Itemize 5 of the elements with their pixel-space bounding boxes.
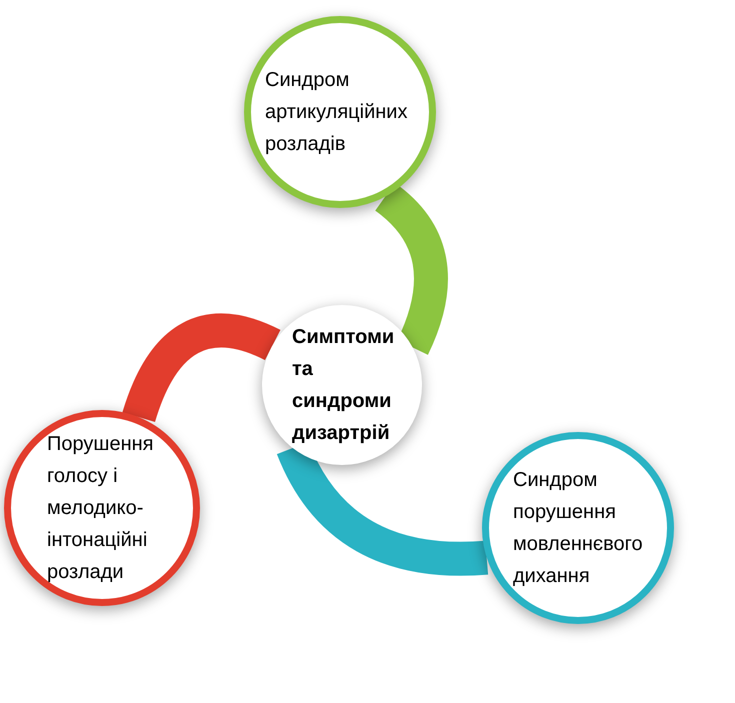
node-text: Синдром артикуляційних розладів	[265, 68, 408, 157]
node-text: Симптоми та синдроми дизартрій	[292, 325, 396, 446]
node-text: Синдром порушення мовленнєвого дихання	[513, 468, 644, 589]
node-text: Порушення голосу і мелодико-інтонаційні розлади	[47, 432, 154, 585]
swoosh-connector	[122, 314, 280, 423]
